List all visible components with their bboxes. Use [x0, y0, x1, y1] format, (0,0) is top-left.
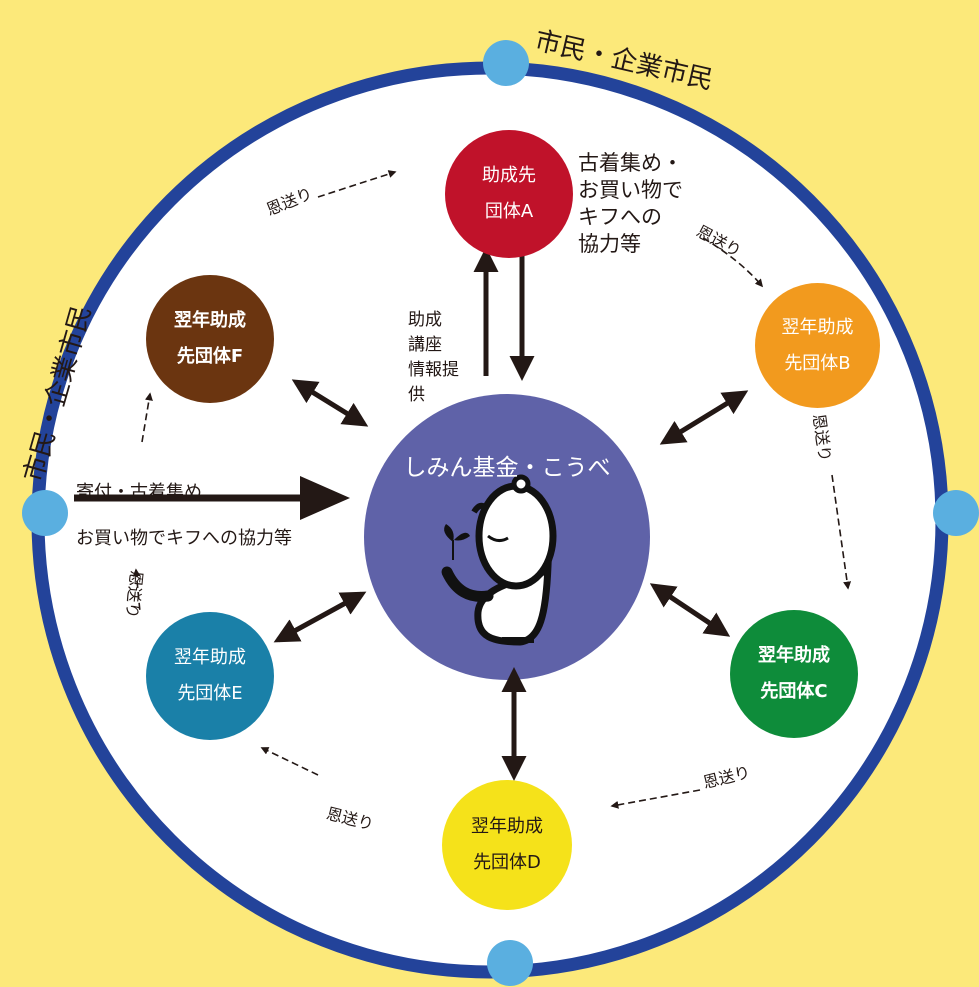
- node-c-line2: 先団体C: [760, 681, 828, 702]
- onokuri-label-left: 恩送り: [122, 569, 147, 620]
- node-f: 翌年助成 先団体F: [146, 275, 274, 403]
- seminar-line1: 助成: [408, 310, 442, 330]
- arrow-f-center: [291, 379, 369, 427]
- node-b-line2: 先団体B: [784, 352, 851, 374]
- seminar-line3: 情報提: [408, 360, 459, 380]
- node-d-line2: 先団体D: [473, 852, 541, 873]
- node-d-line1: 翌年助成: [471, 816, 543, 837]
- donation-label-line2: お買い物でキフへの協力等: [76, 528, 292, 549]
- arrow-b-center: [659, 390, 749, 445]
- node-a: 助成先 団体A: [445, 130, 573, 258]
- node-e-line2: 先団体E: [177, 683, 243, 704]
- ring-node-bottom: [487, 940, 533, 986]
- donation-label-line1: 寄付・古着集め: [76, 482, 202, 503]
- a-contribution-line1: 古着集め・: [578, 151, 683, 175]
- node-f-line1: 翌年助成: [174, 310, 246, 331]
- node-c-line1: 翌年助成: [758, 645, 830, 666]
- arrow-donation-head: [300, 476, 350, 520]
- ring-node-left: [22, 490, 68, 536]
- seminar-label: 助成 講座 情報提 供: [408, 308, 459, 408]
- arrow-c-center: [649, 583, 731, 637]
- node-e: 翌年助成 先団体E: [146, 612, 274, 740]
- center-title: しみん基金・こうべ: [403, 455, 611, 481]
- node-b-line1: 翌年助成: [781, 316, 854, 338]
- node-a-line2: 団体A: [484, 201, 534, 222]
- a-contribution-line4: 協力等: [578, 232, 641, 256]
- arrow-e-center: [273, 591, 367, 643]
- seedling-mascot-icon: [441, 474, 557, 646]
- seminar-line2: 講座: [408, 335, 442, 355]
- node-e-line1: 翌年助成: [174, 647, 246, 668]
- node-d: 翌年助成 先団体D: [442, 780, 572, 910]
- a-contribution-line2: お買い物で: [578, 178, 683, 202]
- node-f-line2: 先団体F: [176, 346, 244, 367]
- onokuri-arrows: [132, 170, 852, 809]
- node-b: 翌年助成 先団体B: [755, 283, 880, 408]
- a-contribution-line3: キフへの: [578, 205, 662, 229]
- ring-node-top: [483, 40, 529, 86]
- node-a-line1: 助成先: [482, 165, 536, 186]
- ring-node-right: [933, 490, 979, 536]
- node-c: 翌年助成 先団体C: [730, 610, 858, 738]
- seminar-line4: 供: [408, 385, 425, 405]
- a-contribution-label: 古着集め・ お買い物で キフへの 協力等: [578, 150, 683, 258]
